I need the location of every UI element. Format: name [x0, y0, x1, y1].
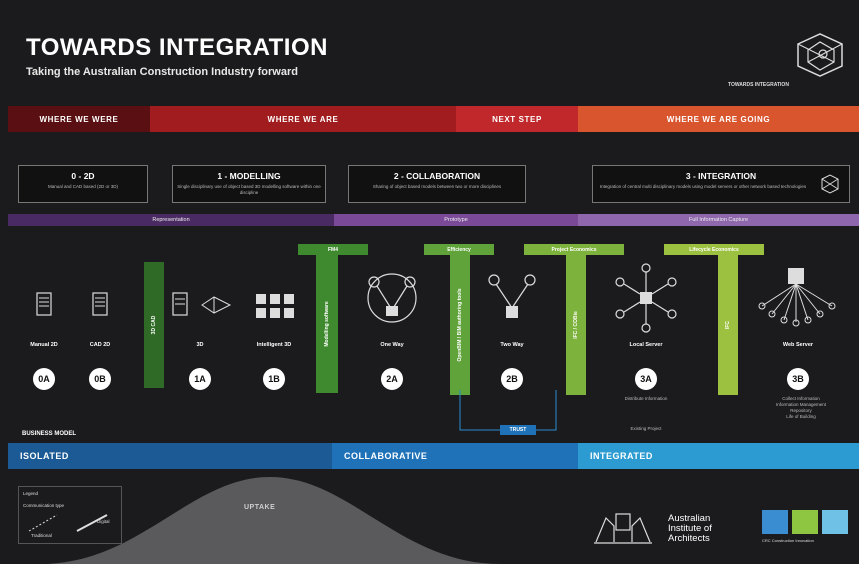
node-label-one-way: One Way [380, 342, 404, 348]
phase-where-we-were: WHERE WE WERE [8, 106, 150, 132]
phase-where-we-are: WHERE WE ARE [150, 106, 456, 132]
badge-0b: 0B [89, 368, 111, 390]
column-label: Modelling software [324, 301, 330, 347]
existing-project-note: Existing Project [630, 426, 662, 431]
business-model-integrated: INTEGRATED [578, 443, 859, 469]
column-tag: Project Economics [524, 244, 624, 255]
node-label-local-server: Local Server [629, 342, 663, 348]
node-label-intelligent-3d: Intelligent 3D [256, 342, 292, 348]
local-server-network-icon [614, 262, 678, 339]
web-server-network-icon [758, 262, 836, 339]
column-modelling-software: Modelling software [316, 255, 338, 393]
page-subtitle: Taking the Australian Construction Indus… [26, 66, 298, 78]
phase-where-we-are-going: WHERE WE ARE GOING [578, 106, 859, 132]
page-title: TOWARDS INTEGRATION [26, 34, 328, 61]
aia-line-1: Australian [668, 513, 711, 524]
legend-item-traditional: Traditional [31, 533, 52, 538]
crc-caption: CRC Construction Innovation [762, 538, 814, 543]
node-label-cad-2d: CAD 2D [89, 342, 111, 348]
badge-1a: 1A [189, 368, 211, 390]
uptake-label: UPTAKE [244, 504, 276, 511]
stage-desc: Manual and CAD based (2D or 3D) [47, 184, 119, 189]
badge-3a: 3A [635, 368, 657, 390]
badge-1b: 1B [263, 368, 285, 390]
document-icon [36, 292, 52, 321]
document-icon [92, 292, 108, 321]
column-ifc: IFC [718, 255, 738, 395]
category-prototype: Prototype [334, 214, 578, 226]
stage-title: 0 - 2D [71, 171, 95, 181]
legend-title: Legend [23, 491, 39, 496]
node-label-web-server: Web Server [782, 342, 814, 348]
column-label: IFC [725, 320, 731, 330]
integration-cube-icon [819, 174, 841, 199]
legend-subtitle: Communication type [23, 503, 65, 508]
web-server-note: Collect Information Information Manageme… [775, 396, 827, 419]
node-label-two-way: Two Way [500, 342, 524, 348]
aia-crest-icon [592, 508, 654, 551]
column-tag: FM4 [298, 244, 368, 255]
legend-item-digital: Digital [97, 519, 110, 524]
node-label-3d: 3D [196, 342, 204, 348]
category-representation: Representation [8, 214, 334, 226]
crc-logo-icon [762, 510, 852, 551]
column-label: IFC / COBie [573, 311, 579, 339]
stage-desc: Sharing of object based models between t… [372, 184, 502, 189]
intelligent-blocks-icon [254, 292, 298, 327]
column-3d-cad: 3D CAD [144, 262, 164, 388]
category-full-information-capture: Full Information Capture [578, 214, 859, 226]
business-model-label: BUSINESS MODEL [22, 431, 77, 437]
column-label: OpenBIM / BIM authoring tools [457, 288, 463, 362]
aia-line-2: Institute of [668, 522, 712, 534]
aia-logo-text: Australian Institute of Architects [668, 514, 712, 544]
logo-caption: TOWARDS INTEGRATION [728, 82, 789, 88]
badge-3b: 3B [787, 368, 809, 390]
stage-desc: Single disciplinary use of object based … [177, 184, 321, 195]
stage-box-0: 0 - 2D Manual and CAD based (2D or 3D) [18, 165, 148, 203]
legend: Legend Communication type Traditional Di… [18, 486, 122, 544]
stage-title: 1 - MODELLING [217, 171, 281, 181]
column-openbim: OpenBIM / BIM authoring tools [450, 255, 470, 395]
one-way-network-icon [364, 270, 420, 331]
business-model-isolated: ISOLATED [8, 443, 332, 469]
badge-2b: 2B [501, 368, 523, 390]
uptake-curve [40, 477, 500, 564]
two-way-network-icon [484, 270, 540, 331]
badge-2a: 2A [381, 368, 403, 390]
stage-box-1: 1 - MODELLING Single disciplinary use of… [172, 165, 326, 203]
column-label: 3D CAD [151, 315, 157, 335]
stage-title: 2 - COLLABORATION [393, 171, 481, 181]
node-label-manual-2d: Manual 2D [30, 342, 58, 348]
column-ifc-cobie: IFC / COBie [566, 255, 586, 395]
aia-line-3: Architects [668, 532, 710, 544]
trust-connector [459, 390, 557, 431]
stage-title: 3 - INTEGRATION [685, 171, 757, 181]
stage-box-2: 2 - COLLABORATION Sharing of object base… [348, 165, 526, 203]
stage-box-3: 3 - INTEGRATION Integration of central m… [592, 165, 850, 203]
trust-badge: TRUST [500, 425, 536, 435]
badge-0a: 0A [33, 368, 55, 390]
towards-integration-logo-icon [790, 30, 850, 85]
column-tag: Efficiency [424, 244, 494, 255]
column-tag: Lifecycle Economics [664, 244, 764, 255]
local-server-note: Distribute Information [624, 396, 668, 401]
business-model-collaborative: COLLABORATIVE [332, 443, 578, 469]
phase-next-step: NEXT STEP [456, 106, 578, 132]
stage-desc: Integration of central multi disciplinar… [599, 184, 807, 189]
document-3d-icon [172, 292, 242, 323]
